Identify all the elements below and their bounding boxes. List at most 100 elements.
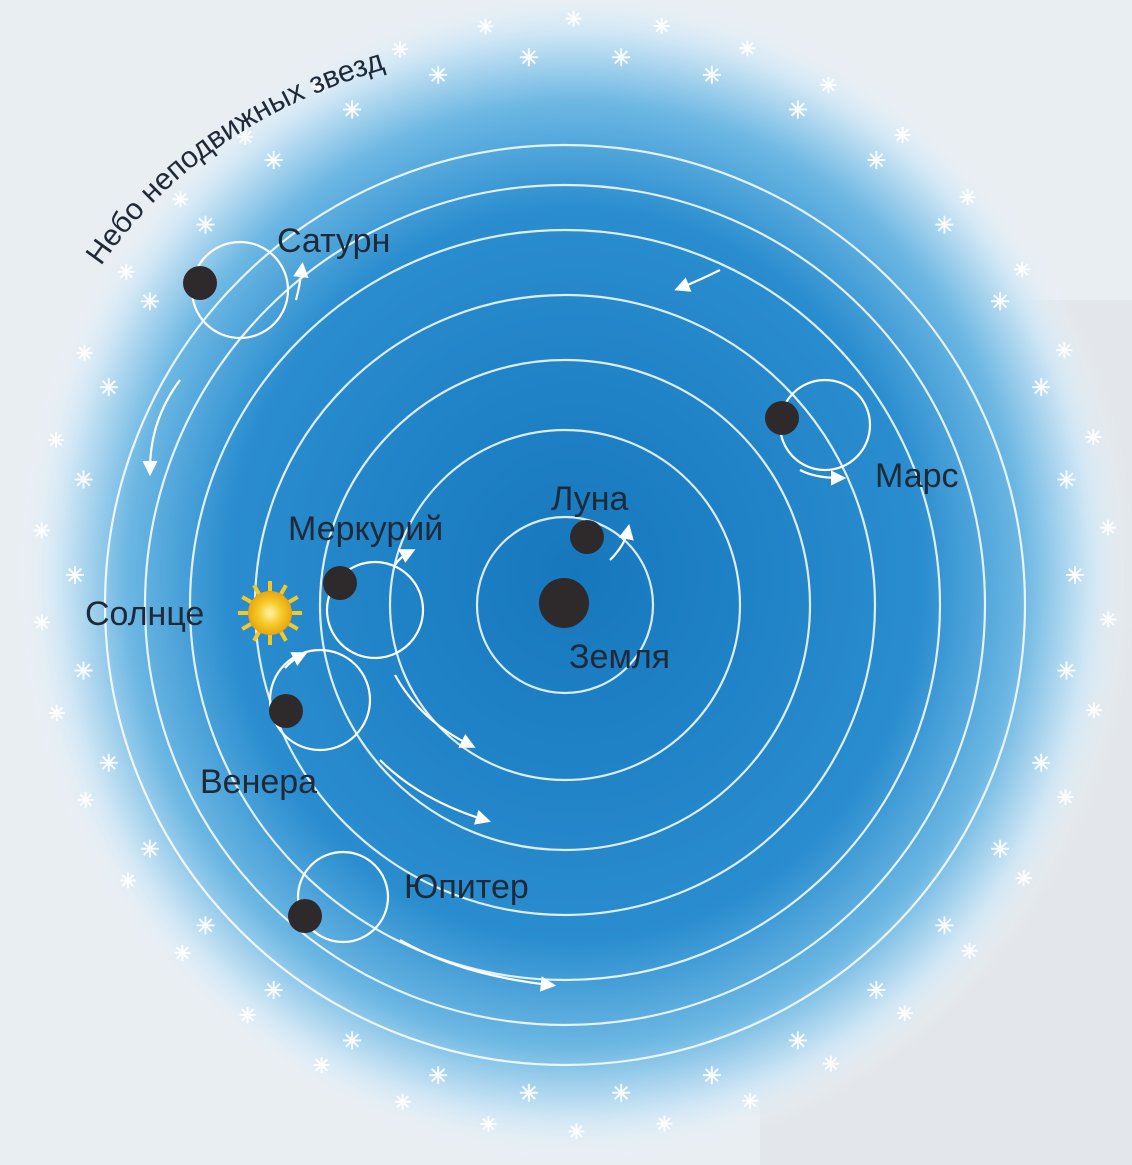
sun-label: Солнце [85,595,204,633]
mercury-label: Меркурий [288,510,443,548]
jupiter-label: Юпитер [404,868,529,906]
star-icon [77,791,94,808]
arrow-icon [142,379,181,477]
star-icon [66,566,84,584]
arrow-group [142,261,847,992]
star-icon [867,151,886,170]
star-icon [1032,378,1051,397]
star-icon [140,839,159,858]
star-icon [33,522,50,539]
arrow-icon [394,674,476,748]
star-icon [480,1116,497,1133]
star-icon [74,661,93,680]
star-icon [1015,870,1032,887]
star-icon [702,65,721,84]
star-icon [1057,661,1076,680]
star-icon [702,1066,721,1085]
star-icon [343,1031,362,1050]
arrow-icon [284,652,308,669]
arrow-icon [609,523,634,561]
jupiter-planet-icon [288,899,322,933]
arrow-icon [379,759,491,825]
star-icon [1056,342,1073,359]
star-icon [1032,753,1051,772]
moon-orbit [475,515,655,695]
star-icon [612,1083,631,1102]
venus-orbit [318,358,812,852]
star-icon [739,40,756,57]
star-icon [1057,470,1076,489]
mercury-epicycle [325,560,425,660]
star-icon [429,1066,448,1085]
star-icon [118,263,135,280]
arrow-icon [674,269,721,292]
star-icon [959,189,976,206]
star-icon [140,292,159,311]
mars-label: Марс [875,457,959,495]
star-icon [519,1083,538,1102]
star-icon [896,1005,913,1022]
star-icon [239,1006,256,1023]
venus-epicycle [268,648,372,752]
star-icon [99,378,118,397]
star-icon [394,1093,411,1110]
star-icon [568,1123,585,1140]
star-field [33,10,1117,1140]
star-icon [76,344,93,361]
star-icon [519,48,538,67]
earth-planet-icon [539,578,589,628]
star-icon [991,292,1010,311]
epicycle-group [190,240,872,944]
star-icon [894,127,911,144]
star-icon [74,470,93,489]
venus-label: Венера [200,763,317,801]
star-icon [935,215,954,234]
mercury-planet-icon [323,566,357,600]
star-icon [237,128,254,145]
star-icon [961,942,978,959]
star-icon [742,1092,759,1109]
star-icon [788,100,807,119]
star-icon [653,17,670,34]
moon-planet-icon [570,520,604,554]
star-icon [867,980,886,999]
star-icon [788,1031,807,1050]
star-icon [820,76,837,93]
star-icon [429,65,448,84]
star-icon [656,1115,673,1132]
moon-label: Луна [551,480,628,518]
star-icon [1066,566,1084,584]
arrow-icon [799,469,847,486]
star-icon [1085,702,1102,719]
orbit-group [103,143,1027,1067]
star-icon [391,41,408,58]
star-icon [991,839,1010,858]
star-icon [565,10,582,27]
star-icon [822,1055,839,1072]
saturn-orbit [103,143,1027,1067]
star-icon [311,78,328,95]
star-icon [48,431,65,448]
jupiter-orbit [143,183,987,1027]
star-icon [1085,428,1102,445]
sun-icon [238,581,302,645]
earth-label: Земля [569,638,670,676]
saturn-planet-icon [183,266,217,300]
mars-planet-icon [765,401,799,435]
star-icon [1014,261,1031,278]
star-icon [33,614,50,631]
star-icon [48,705,65,722]
jupiter-epicycle [296,850,390,944]
star-icon [1100,519,1117,536]
star-icon [343,100,362,119]
arrow-icon [399,939,557,992]
mars-orbit [188,228,942,982]
star-icon [264,980,283,999]
venus-planet-icon [269,694,303,728]
star-icon [99,753,118,772]
star-icon [172,191,189,208]
star-icon [1057,789,1074,806]
star-icon [196,215,215,234]
star-icon [119,872,136,889]
